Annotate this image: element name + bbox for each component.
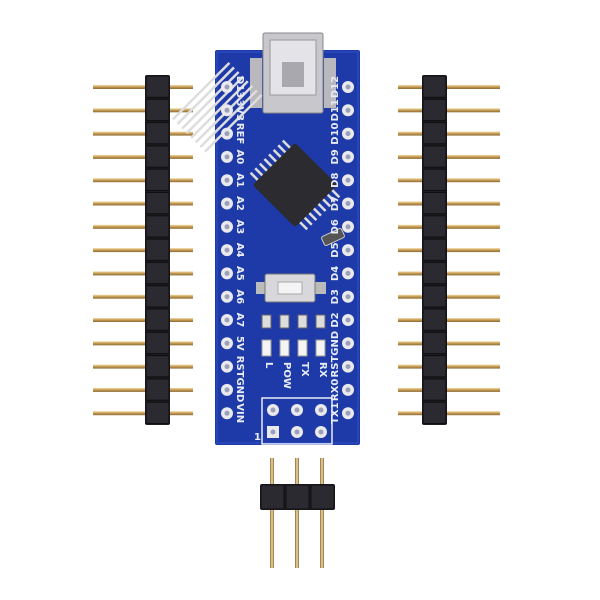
header-pin [93,387,193,392]
pin-label-right: D11 [330,99,341,121]
mini-usb-connector [250,32,336,114]
header-pin [398,341,500,346]
pin-label-left: A7 [234,313,245,328]
status-led [297,339,308,357]
pin-label-left: A0 [234,150,245,165]
pin-label-right: D9 [330,149,341,164]
left-pin-header [93,75,193,425]
header-pin [93,224,193,229]
header-pin [93,85,193,89]
pin-label-left: A6 [234,289,245,304]
header-pin [398,178,500,183]
header-pin [93,108,193,113]
resistor [297,314,308,329]
status-led [315,339,326,357]
pin-label-left: A1 [234,173,245,188]
pin-label-left: GND [234,377,245,402]
crystal-resonator [321,227,345,247]
pin-label-right: D6 [330,219,341,234]
resistor [315,314,326,329]
pin-label-right: RX0 [330,379,341,401]
header-pin [270,458,274,568]
led-label: L [263,362,274,369]
header-pin [93,131,193,136]
pin-label-left: REF [234,123,245,144]
pin-label-left: A2 [234,196,245,211]
pin-label-left: A3 [234,219,245,234]
pin-label-left: D13 [234,76,245,98]
header-pin [398,201,500,206]
header-pin [398,224,500,229]
header-pin [93,411,193,416]
header-pin [398,364,500,369]
right-pin-header [398,75,500,425]
header-pin [398,154,500,159]
header-pin [93,294,193,299]
header-pin [93,201,193,206]
status-led [279,339,290,357]
header-pin [398,411,500,416]
pin-label-left: RST [234,356,245,378]
pin-label-right: D7 [330,196,341,211]
header-pin [93,318,193,322]
icsp-pin1-label: 1 [254,432,261,443]
status-led [261,339,272,357]
header-pin [93,248,193,253]
pin-label-left: A5 [234,266,245,281]
pin-label-right: RST [330,356,341,378]
header-pin [295,458,299,568]
icsp-header-pads: 1 [254,397,333,445]
pin-label-right: D3 [330,289,341,304]
header-pin [93,364,193,369]
header-pin [320,458,324,568]
header-pin [398,131,500,136]
pin-label-right: TX1 [330,402,341,424]
header-pin [93,341,193,346]
pin-label-right: D4 [330,266,341,281]
header-pin [93,154,193,159]
pin-label-right: D5 [330,242,341,257]
pin-label-right: D2 [330,312,341,327]
bottom-pin-header [260,458,335,568]
header-pin [398,108,500,113]
pin-label-left: VIN [234,403,245,423]
led-label: RX [317,362,328,378]
header-pin [93,271,193,276]
resistor [261,314,272,329]
pin-label-right: D10 [330,122,341,144]
pin-label-left: 5V [234,336,245,351]
pin-label-right: D8 [330,173,341,188]
resistor [279,314,290,329]
pin-label-left: 3V3 [234,99,245,121]
pin-label-right: GND [330,331,341,356]
led-label: POW [281,362,292,389]
header-pin [398,387,500,392]
reset-button[interactable] [256,273,326,303]
header-pin [398,318,500,322]
header-pin [398,271,500,276]
header-pin [398,85,500,89]
pin-label-left: A4 [234,243,245,258]
header-pin [398,248,500,253]
header-pin [93,178,193,183]
pin-label-right: D12 [330,76,341,98]
header-pin [398,294,500,299]
led-label: TX [299,362,310,377]
